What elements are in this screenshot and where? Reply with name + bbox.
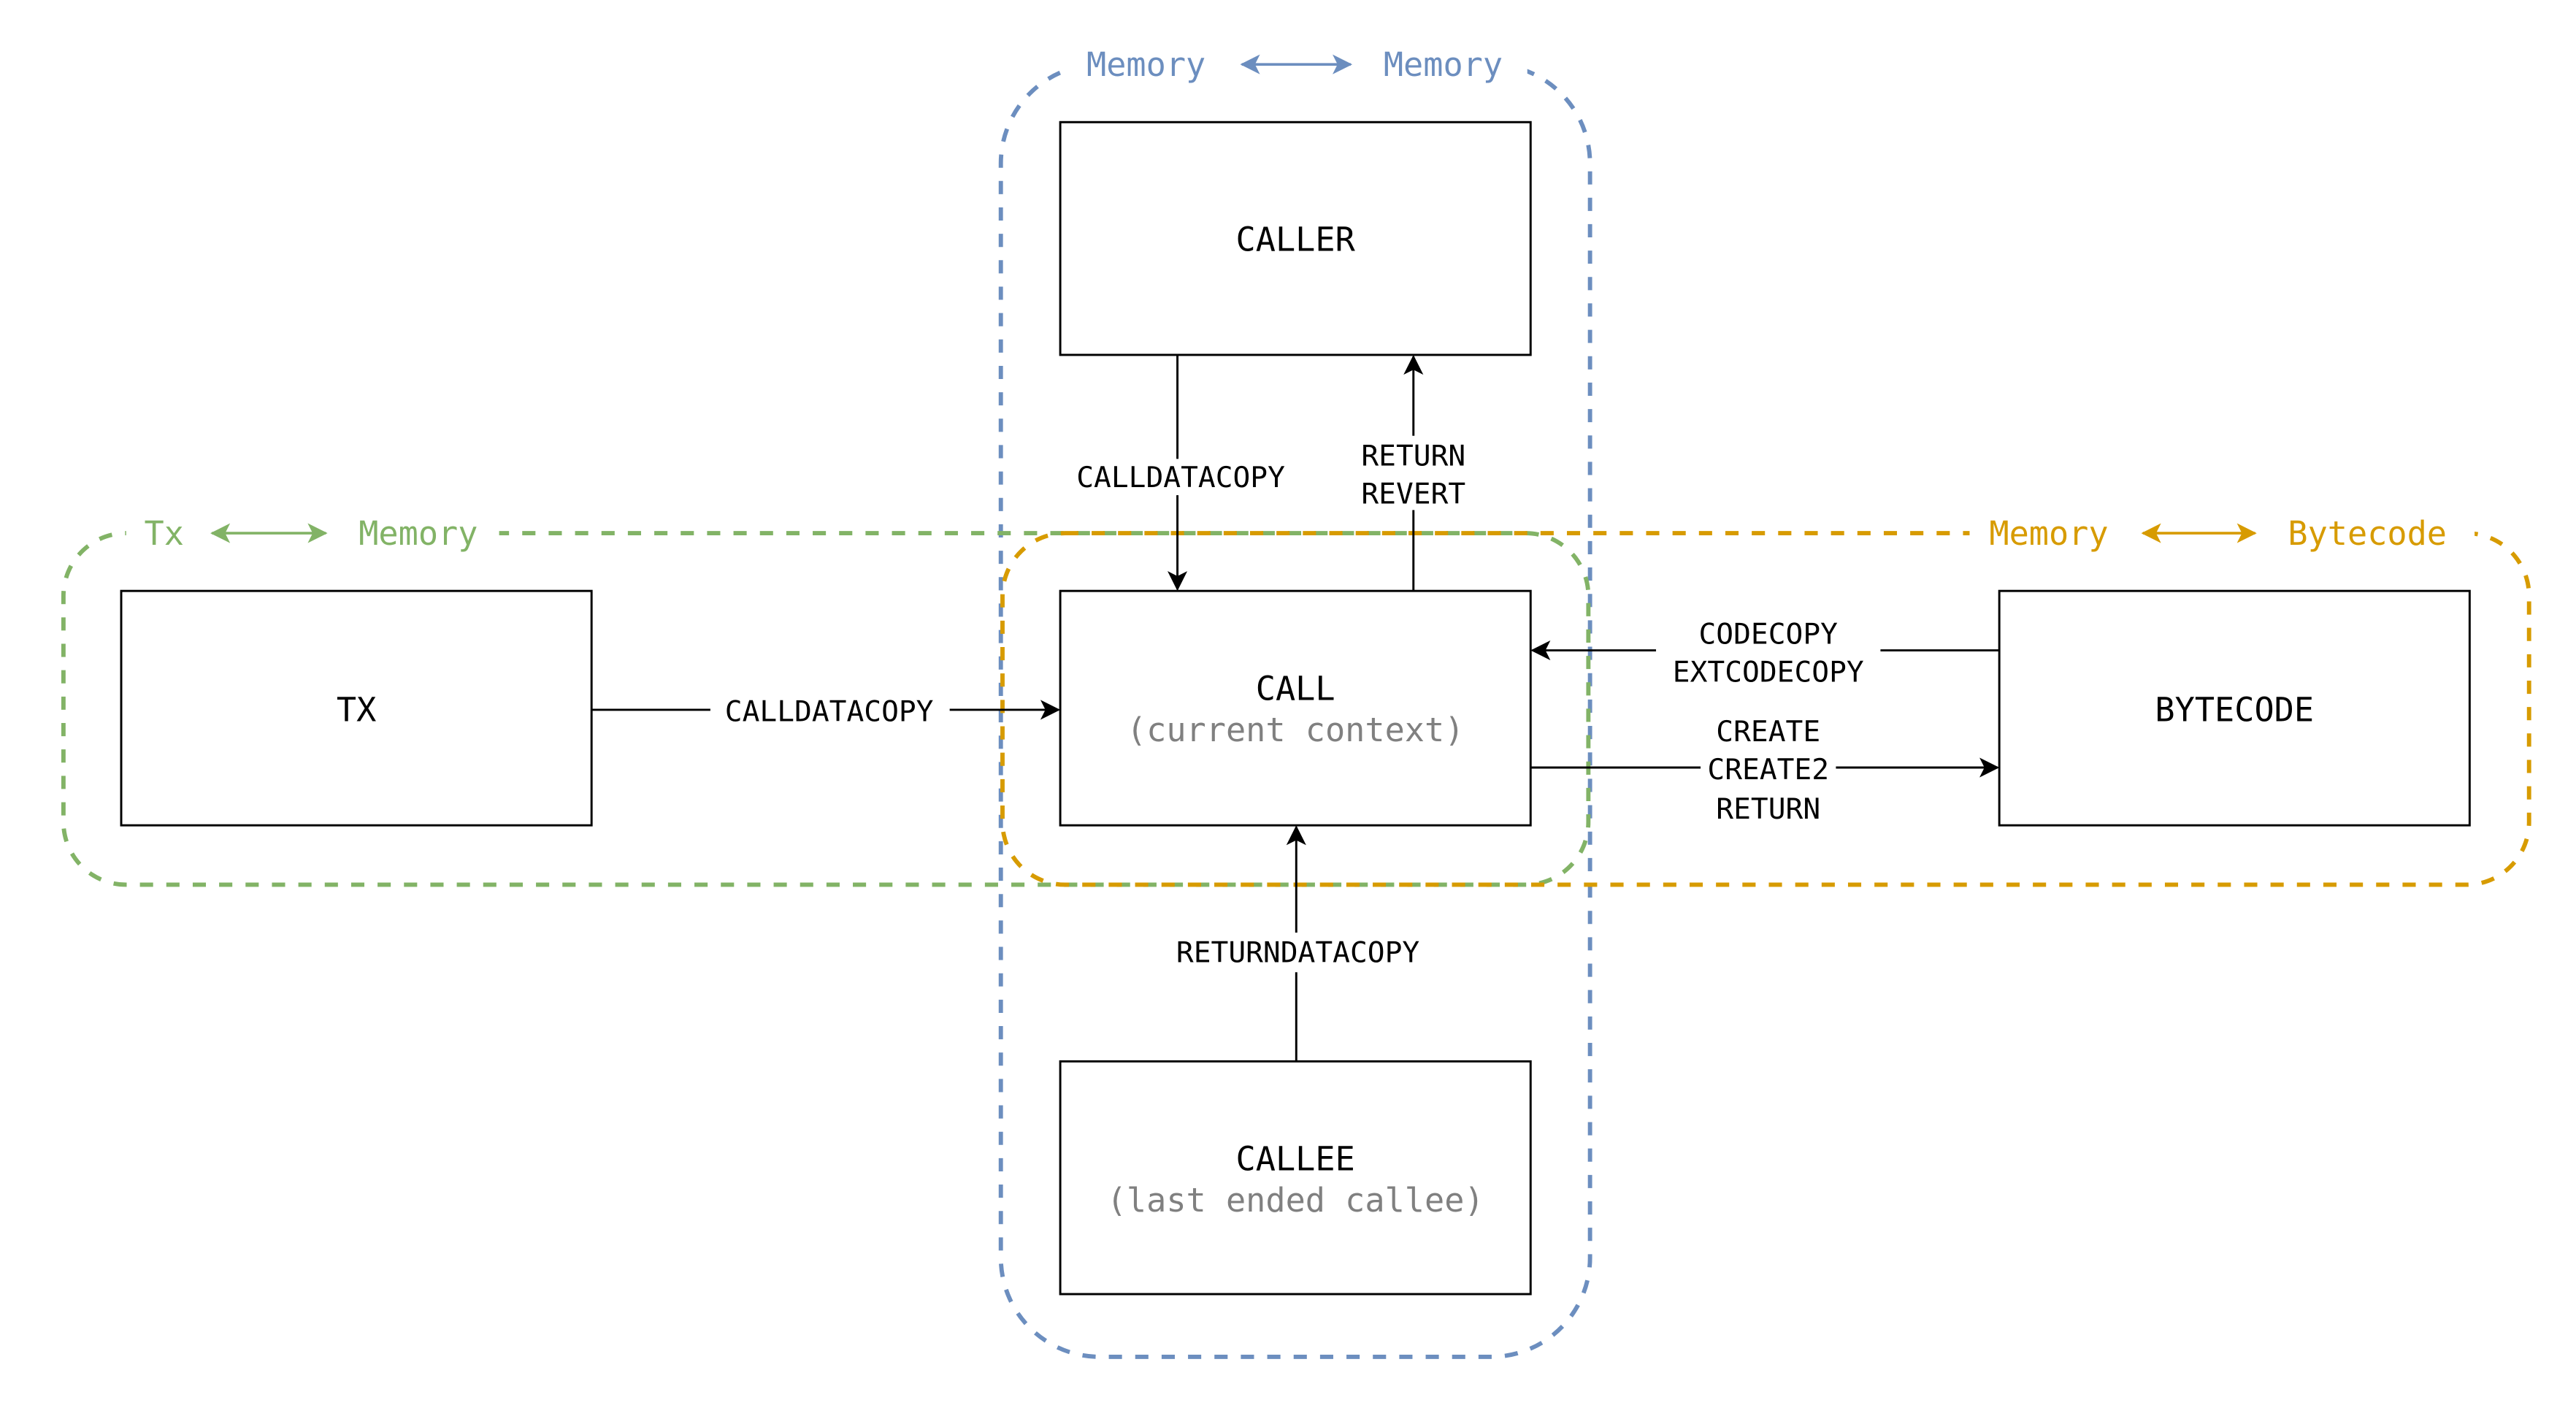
memory-group-label-left: Memory (1086, 45, 1205, 84)
edge-label-create: CREATE (1716, 715, 1820, 749)
bytecode-group-label-right: Bytecode (2288, 514, 2447, 553)
node-bytecode-title: BYTECODE (2155, 691, 2314, 730)
node-call[interactable]: CALL (current context) (1059, 589, 1532, 827)
edge-label-create2: CREATE2 (1707, 753, 1829, 787)
tx-memory-group (61, 531, 1591, 887)
edge-label-extcodecopy: EXTCODECOPY (1673, 655, 1864, 689)
edge-label-calldatacopy-tx: CALLDATACOPY (725, 695, 934, 729)
edge-label-codecopy: CODECOPY (1698, 618, 1838, 651)
node-call-subtitle: (current context) (1127, 711, 1464, 749)
node-bytecode[interactable]: BYTECODE (1998, 589, 2471, 827)
memory-group-label-right: Memory (1384, 45, 1503, 84)
node-callee[interactable]: CALLEE (last ended callee) (1059, 1060, 1532, 1296)
node-caller-title: CALLER (1236, 221, 1356, 259)
bytecode-group-label-left: Memory (1989, 514, 2108, 553)
node-caller[interactable]: CALLER (1059, 120, 1532, 356)
tx-group-label-right: Memory (359, 514, 478, 553)
tx-group-label-left: Tx (145, 514, 184, 553)
edge-label-return-create: RETURN (1716, 792, 1820, 826)
memory-group-label: Memory Memory (1065, 36, 1527, 93)
bytecode-group-label: Memory Bytecode (1969, 505, 2475, 562)
edge-label-return: RETURN (1361, 439, 1465, 472)
node-callee-title: CALLEE (1236, 1140, 1355, 1179)
tx-group-label: Tx Memory (126, 505, 499, 562)
node-callee-subtitle: (last ended callee) (1107, 1181, 1484, 1220)
node-tx-title: TX (337, 691, 376, 730)
node-call-title: CALL (1256, 669, 1335, 708)
edge-label-calldatacopy-caller: CALLDATACOPY (1076, 461, 1285, 494)
node-tx[interactable]: TX (120, 589, 593, 827)
edge-label-returndatacopy: RETURNDATACOPY (1176, 936, 1420, 970)
edge-label-revert: REVERT (1361, 477, 1465, 510)
